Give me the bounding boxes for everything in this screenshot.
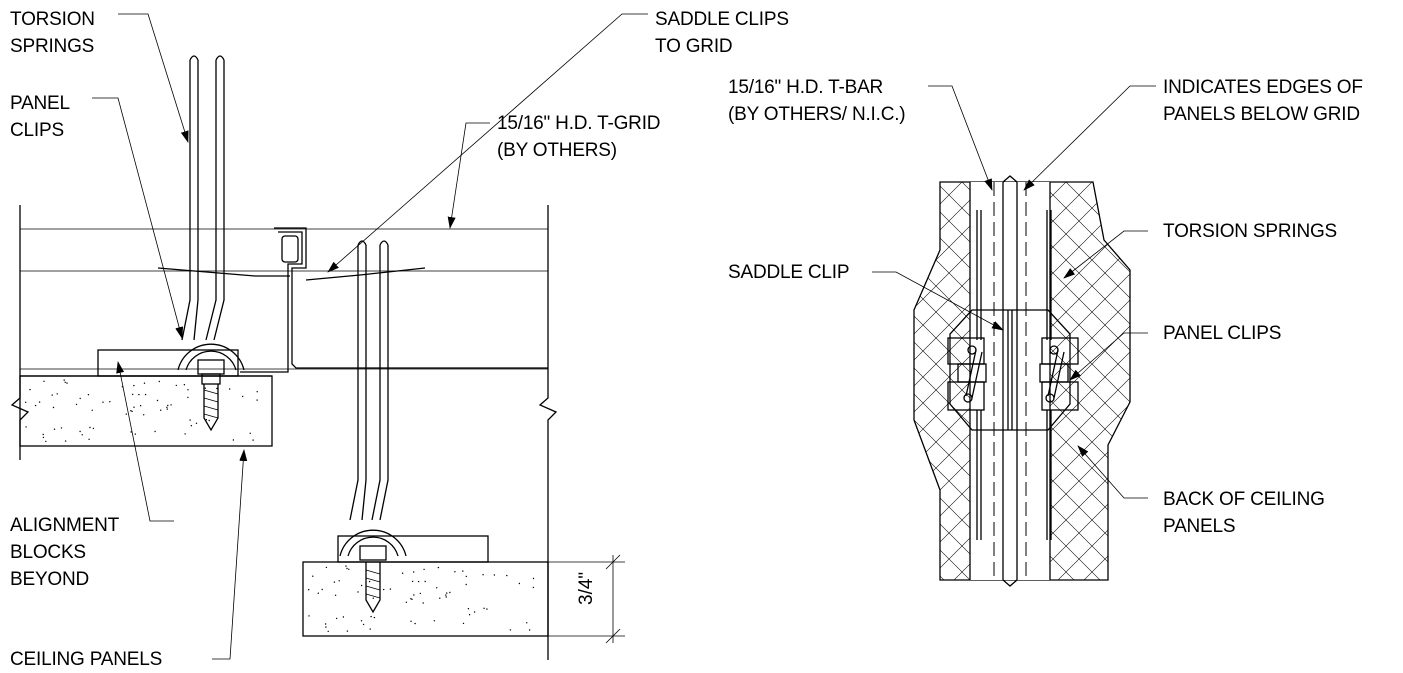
upper-torsion-spring-right [205,60,225,341]
label-torsion-springs-right: TORSION SPRINGS [1163,221,1338,242]
leader-indicates-edges [1023,85,1156,191]
t-bar [1002,182,1018,580]
label-t-bar: 15/16" H.D. T-BAR (BY OTHERS/ N.I.C.) [728,77,906,125]
label-saddle-clip: SADDLE CLIP [728,262,850,283]
label-ceiling-panels: CEILING PANELS [10,649,163,670]
lower-panel-clip [339,529,407,557]
leader-panel-clips [92,97,184,339]
leader-torsion-springs-plan [1063,230,1148,279]
right-break-line [538,205,558,660]
leader-back-of-panels [1077,445,1148,499]
t-grid-inner [240,231,303,373]
label-saddle-clips-to-grid: SADDLE CLIPS TO GRID [655,9,789,57]
leader-ceiling-panels [212,449,248,660]
dimension-3-4 [548,554,625,644]
saddle-clip-plate [949,309,1071,431]
lower-alignment-block [337,535,489,563]
saddle-clip-body [281,235,299,263]
plan-view [872,85,1156,587]
label-torsion-springs-left: TORSION SPRINGS [10,9,95,57]
plan-spring-left [976,210,982,540]
lower-torsion-spring-left [349,245,367,521]
label-alignment-blocks: ALIGNMENT BLOCKS BEYOND [10,515,120,590]
leader-torsion-springs [118,13,189,143]
leader-panel-clips-plan [1069,332,1148,381]
alignment-block [97,349,239,377]
upper-screw [203,384,219,432]
leader-alignment-blocks [116,361,174,522]
saddle-wing-right [305,267,426,281]
label-panel-clips-left: PANEL CLIPS [10,93,70,141]
lower-ceiling-panel [302,561,549,637]
lower-panel-texture [308,565,535,633]
lower-torsion-spring-right [371,245,389,521]
label-panel-clips-right: PANEL CLIPS [1163,323,1282,344]
t-grid-profile [274,227,548,369]
section-view [10,13,648,660]
leader-saddle-clips [327,13,648,273]
leader-t-bar [928,85,993,191]
upper-torsion-spring-left [181,60,199,341]
label-t-grid: 15/16" H.D. T-GRID (BY OTHERS) [497,113,661,161]
upper-panel-clip [177,343,245,371]
leader-saddle-clip [872,271,1004,331]
upper-ceiling-panel [19,375,273,447]
upper-panel-texture [25,379,258,443]
label-back-of-ceiling-panels: BACK OF CEILING PANELS [1163,489,1325,537]
label-indicates-edges: INDICATES EDGES OF PANELS BELOW GRID [1163,77,1363,125]
label-dimension: 3/4" [576,571,597,605]
plan-spring-right [1046,210,1052,540]
lower-screw [365,562,381,614]
leader-t-grid [447,122,490,229]
